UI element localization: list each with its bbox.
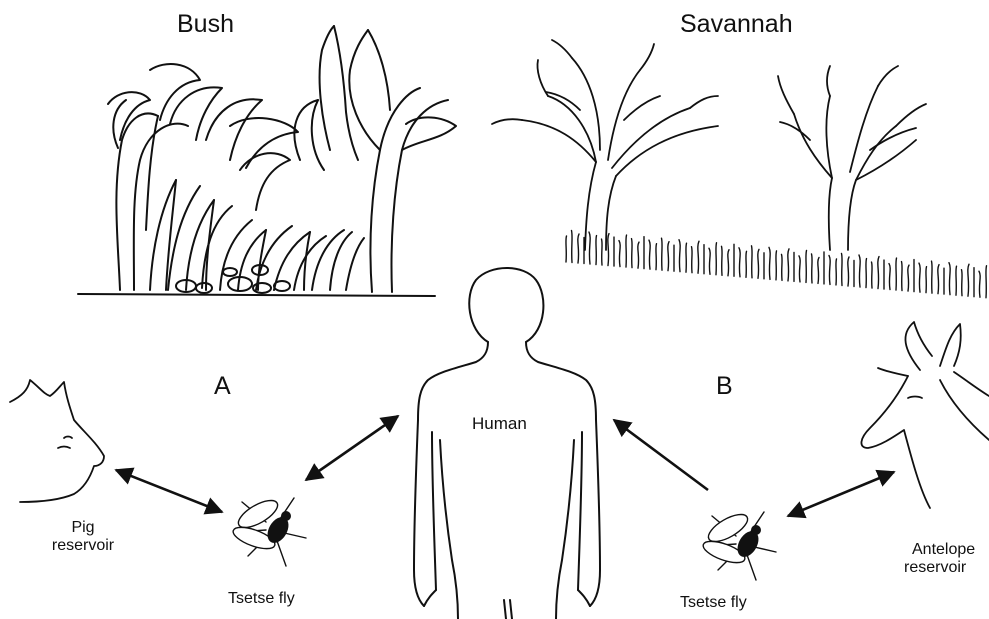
pig-reservoir-label: Pig reservoir [38,519,128,556]
arrow-pig-to-left-fly [116,470,222,512]
antelope-reservoir-line2: reservoir [904,559,975,577]
antelope-reservoir-label: Antelope reservoir [904,541,975,578]
bush-label: Bush [177,10,234,39]
tsetse-fly-right-label: Tsetse fly [680,594,747,612]
arrow-right-fly-to-human [614,420,708,490]
arrow-right-fly-to-antelope [788,472,894,516]
savannah-label: Savannah [680,10,793,39]
antelope-reservoir-line1: Antelope [912,541,975,559]
pig-reservoir-line2: reservoir [38,537,128,555]
savannah-illustration [492,40,926,250]
pig-reservoir-line1: Pig [38,519,128,537]
human-label: Human [472,414,527,434]
savannah-grass [566,231,987,298]
tsetse-fly-icon [231,495,306,566]
route-b-label: B [716,372,733,401]
arrow-left-fly-to-human [306,416,398,480]
route-a-label: A [214,372,231,401]
tsetse-fly-left-label: Tsetse fly [228,590,295,608]
pig-head [10,380,104,502]
antelope-head [861,322,989,508]
human-silhouette [414,268,600,619]
tsetse-fly-icon [701,509,776,580]
bush-illustration [78,26,456,296]
